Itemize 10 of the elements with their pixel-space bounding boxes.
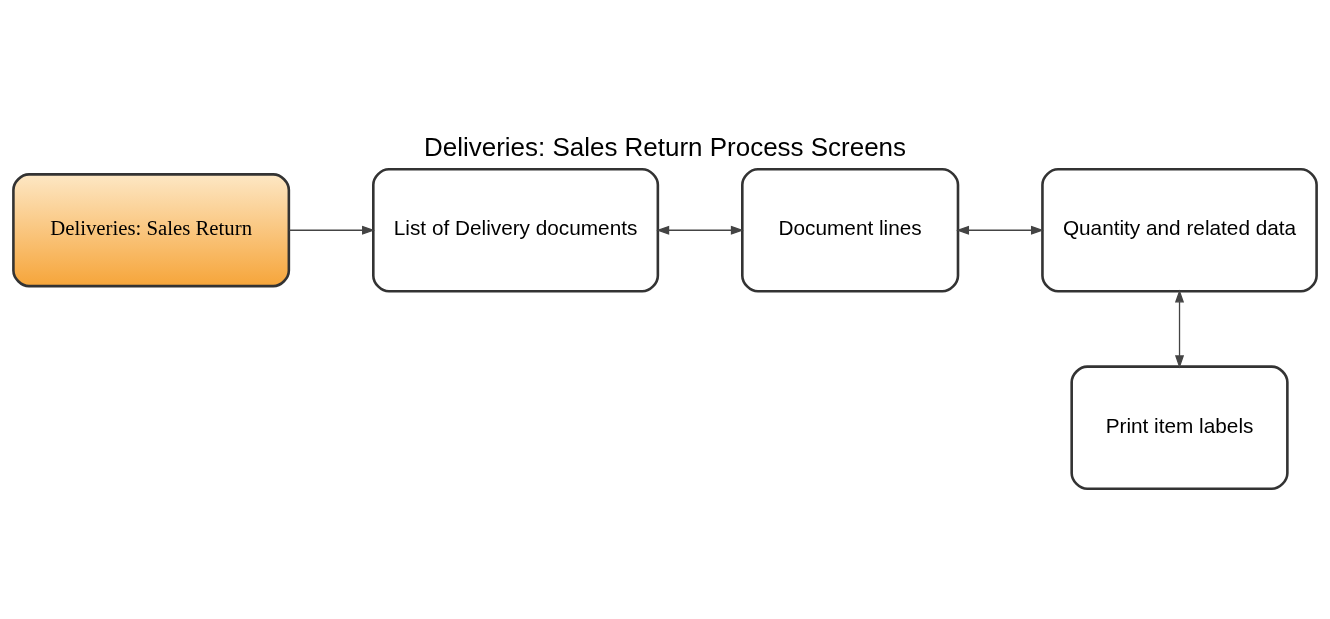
arrow: [1174, 289, 1185, 369]
diagram-title: Deliveries: Sales Return Process Screens: [423, 132, 907, 163]
node-box: Quantity and related data: [1041, 167, 1318, 293]
node-box: Document lines: [741, 167, 960, 293]
arrow: [956, 225, 1044, 235]
node-box: Deliveries: Sales Return: [12, 173, 291, 288]
node-box: List of Delivery documents: [372, 167, 660, 293]
arrow: [656, 225, 744, 235]
node-box: Print item labels: [1070, 365, 1289, 491]
arrow: [288, 225, 376, 235]
